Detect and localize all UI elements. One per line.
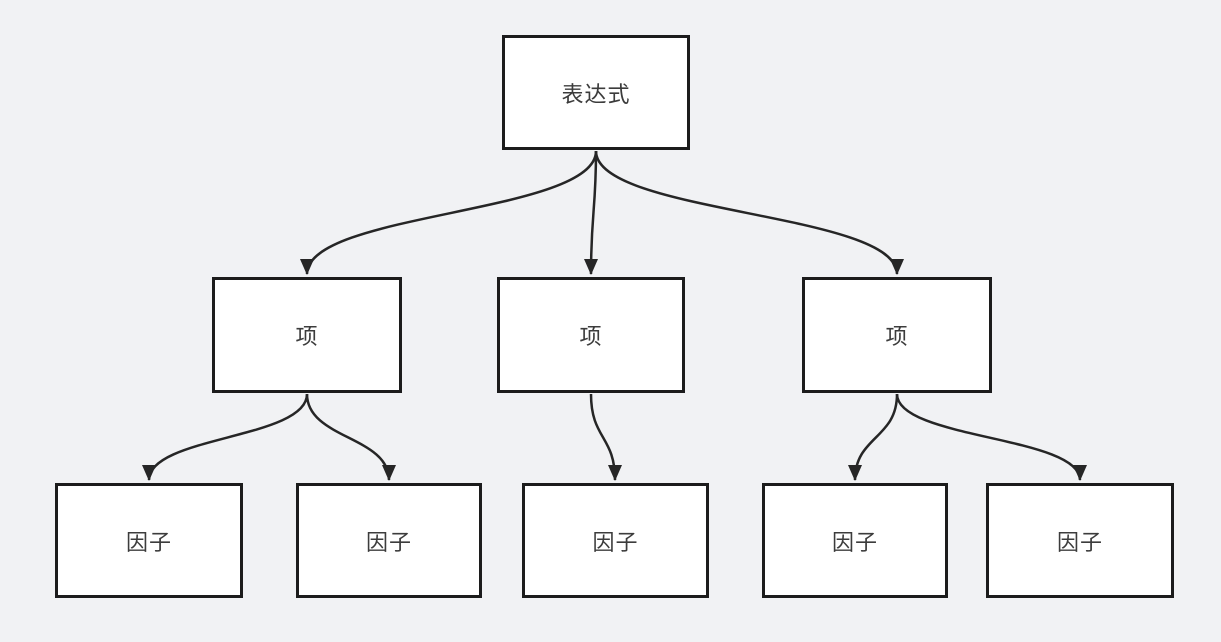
edge-term-1-factor-1 bbox=[142, 393, 309, 481]
node-factor-3: 因子 bbox=[522, 483, 709, 598]
node-factor-label: 因子 bbox=[125, 529, 172, 555]
edge-term-1-factor-2 bbox=[305, 393, 396, 481]
node-term-1: 项 bbox=[212, 277, 402, 393]
edge-expression-term-3 bbox=[594, 150, 904, 275]
node-term-3: 项 bbox=[802, 277, 992, 393]
node-expression: 表达式 bbox=[502, 35, 690, 150]
node-term-label: 项 bbox=[295, 324, 319, 349]
node-term-2: 项 bbox=[497, 277, 685, 393]
edge-term-2-factor-3 bbox=[589, 393, 622, 481]
node-expression-label: 表达式 bbox=[561, 81, 631, 107]
node-factor-label: 因子 bbox=[365, 529, 412, 555]
node-factor-2: 因子 bbox=[296, 483, 482, 598]
edge-expression-term-2 bbox=[584, 150, 599, 275]
node-term-label: 项 bbox=[579, 324, 603, 349]
node-factor-1: 因子 bbox=[55, 483, 243, 598]
node-factor-5: 因子 bbox=[986, 483, 1174, 598]
node-factor-label: 因子 bbox=[1056, 529, 1103, 555]
edge-term-3-factor-5 bbox=[895, 393, 1087, 481]
edge-expression-term-1 bbox=[300, 150, 598, 275]
node-factor-label: 因子 bbox=[831, 529, 878, 555]
node-factor-label: 因子 bbox=[592, 529, 639, 555]
node-term-label: 项 bbox=[885, 324, 909, 349]
edge-term-3-factor-4 bbox=[848, 393, 899, 481]
node-factor-4: 因子 bbox=[762, 483, 948, 598]
